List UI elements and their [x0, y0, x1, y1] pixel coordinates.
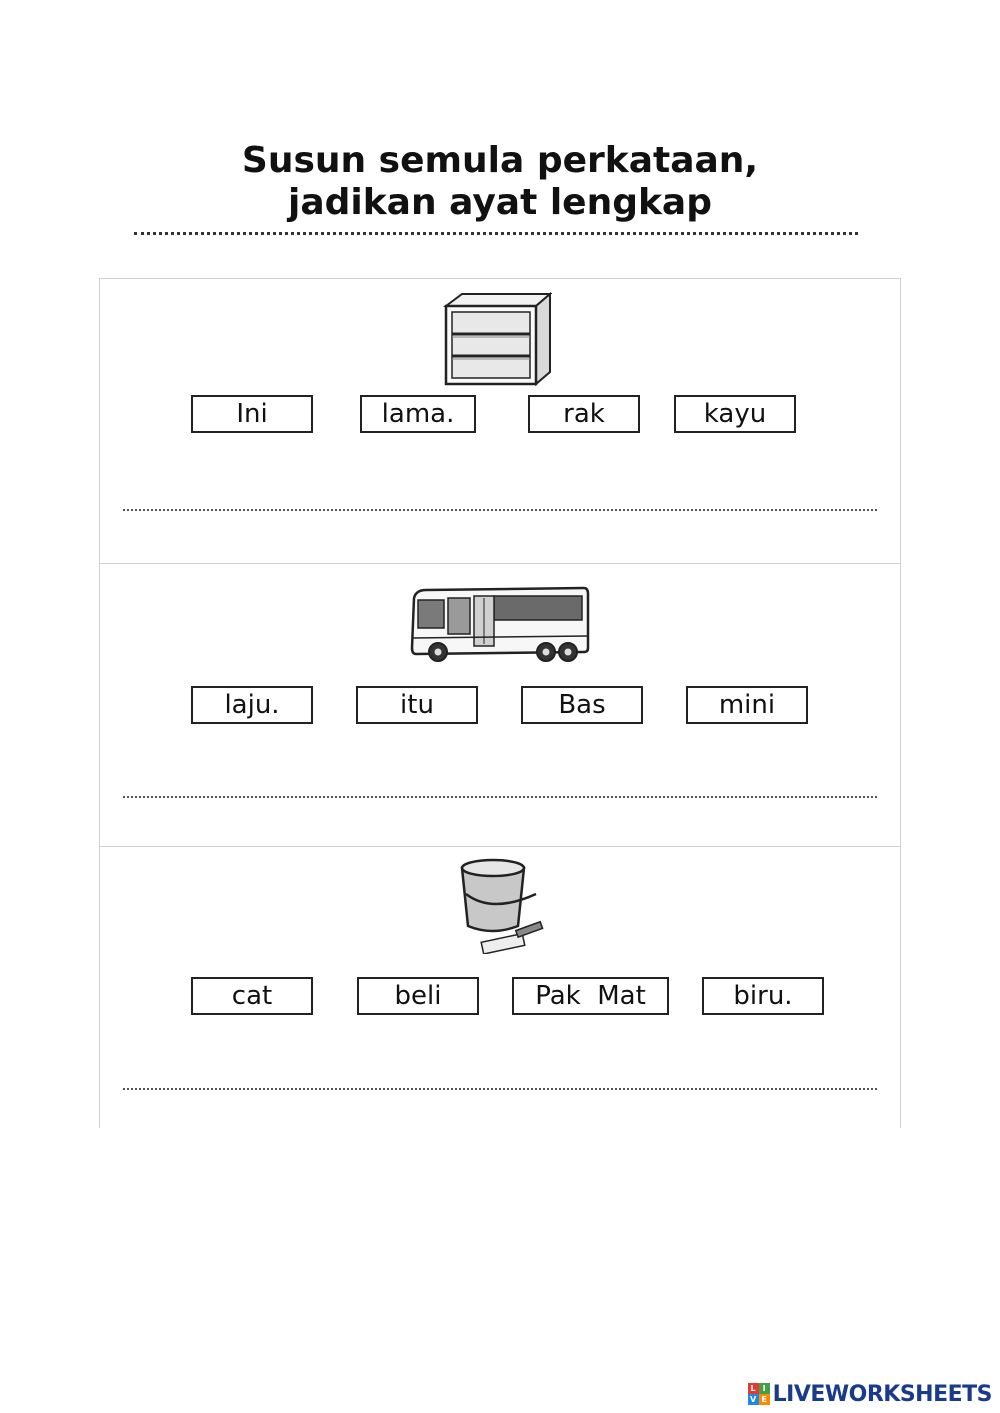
logo-mark-letter: V [747, 1394, 759, 1405]
word-card[interactable]: mini [686, 686, 808, 724]
shelf-icon [443, 291, 552, 386]
word-card[interactable]: kayu [674, 395, 796, 433]
title-divider [134, 232, 858, 235]
question-panel-3 [99, 846, 901, 1128]
logo-mark-letter: I [758, 1383, 770, 1394]
word-card[interactable]: lama. [360, 395, 476, 433]
answer-input-3[interactable] [123, 1088, 877, 1092]
answer-input-1[interactable] [123, 509, 877, 513]
logo-mark-letter: L [747, 1383, 759, 1394]
question-panel-1 [99, 278, 901, 563]
word-card[interactable]: Ini [191, 395, 313, 433]
logo-mark-icon: L I V E [747, 1383, 770, 1405]
answer-input-2[interactable] [123, 796, 877, 800]
word-card[interactable]: laju. [191, 686, 313, 724]
liveworksheets-logo: L I V E LIVEWORKSHEETS [747, 1381, 993, 1407]
title-line-1: Susun semula perkataan, [241, 140, 759, 181]
logo-text: LIVEWORKSHEETS [772, 1381, 993, 1407]
title-line-2: jadikan ayat lengkap [288, 182, 712, 223]
paint-bucket-icon [460, 858, 544, 954]
question-panel-2 [99, 563, 901, 846]
word-card[interactable]: cat [191, 977, 313, 1015]
word-card[interactable]: Pak Mat [512, 977, 669, 1015]
word-card[interactable]: Bas [521, 686, 643, 724]
logo-mark-letter: E [758, 1394, 770, 1405]
bus-icon [410, 586, 590, 662]
word-card[interactable]: rak [528, 395, 640, 433]
word-card[interactable]: itu [356, 686, 478, 724]
word-card[interactable]: biru. [702, 977, 824, 1015]
worksheet-title: Susun semula perkataan, jadikan ayat len… [0, 140, 1000, 224]
word-card[interactable]: beli [357, 977, 479, 1015]
